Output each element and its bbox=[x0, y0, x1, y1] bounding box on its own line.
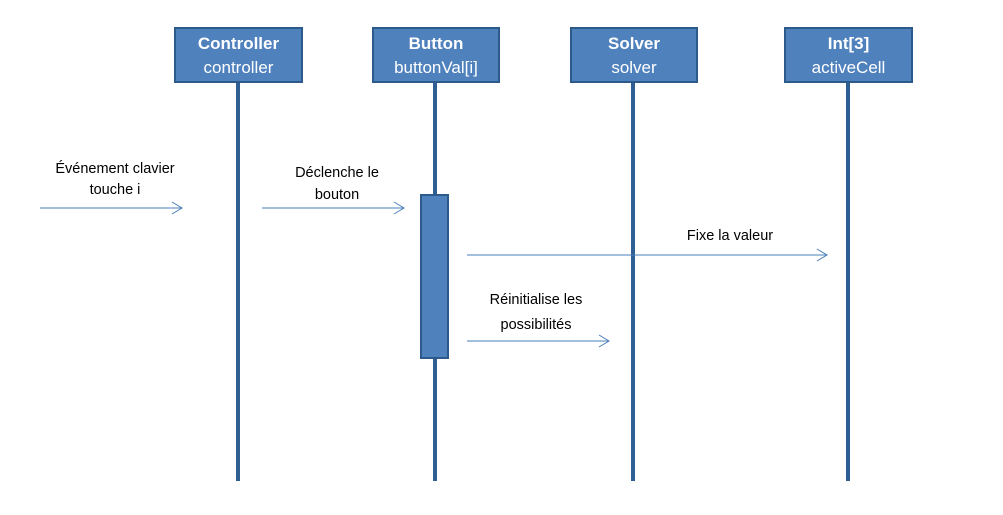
message-reset-possibilities-label-line2: possibilités bbox=[501, 317, 572, 333]
participant-button-type: Button bbox=[409, 34, 464, 53]
participant-controller: Controller controller bbox=[174, 27, 303, 83]
message-keyboard-event: Événement clavier touche i bbox=[40, 160, 183, 215]
participant-button: Button buttonVal[i] bbox=[372, 27, 500, 83]
participant-button-name: buttonVal[i] bbox=[394, 58, 478, 77]
message-trigger-button-label-line1: Déclenche le bbox=[295, 165, 379, 181]
participant-solver: Solver solver bbox=[570, 27, 698, 83]
message-keyboard-event-label-line2: touche i bbox=[90, 182, 141, 198]
participant-controller-type: Controller bbox=[198, 34, 280, 53]
message-trigger-button-label-line2: bouton bbox=[315, 187, 359, 203]
message-reset-possibilities-arrowhead bbox=[598, 334, 610, 348]
button-activation-bar bbox=[420, 194, 449, 359]
message-set-value-label: Fixe la valeur bbox=[687, 228, 773, 244]
participant-activecell: Int[3] activeCell bbox=[784, 27, 913, 83]
message-trigger-button: Déclenche le bouton bbox=[262, 165, 405, 215]
message-keyboard-event-arrowhead bbox=[171, 201, 183, 215]
participant-activecell-type: Int[3] bbox=[828, 34, 870, 53]
participant-activecell-name: activeCell bbox=[812, 58, 886, 77]
participant-solver-type: Solver bbox=[608, 34, 660, 53]
message-set-value: Fixe la valeur bbox=[467, 228, 828, 262]
message-keyboard-event-label-line1: Événement clavier bbox=[55, 160, 174, 177]
message-trigger-button-arrowhead bbox=[393, 201, 405, 215]
message-set-value-arrowhead bbox=[816, 248, 828, 262]
participant-controller-name: controller bbox=[204, 58, 274, 77]
message-reset-possibilities: Réinitialise les possibilités bbox=[467, 292, 610, 348]
participant-solver-name: solver bbox=[611, 58, 657, 77]
message-reset-possibilities-label-line1: Réinitialise les bbox=[490, 292, 583, 308]
